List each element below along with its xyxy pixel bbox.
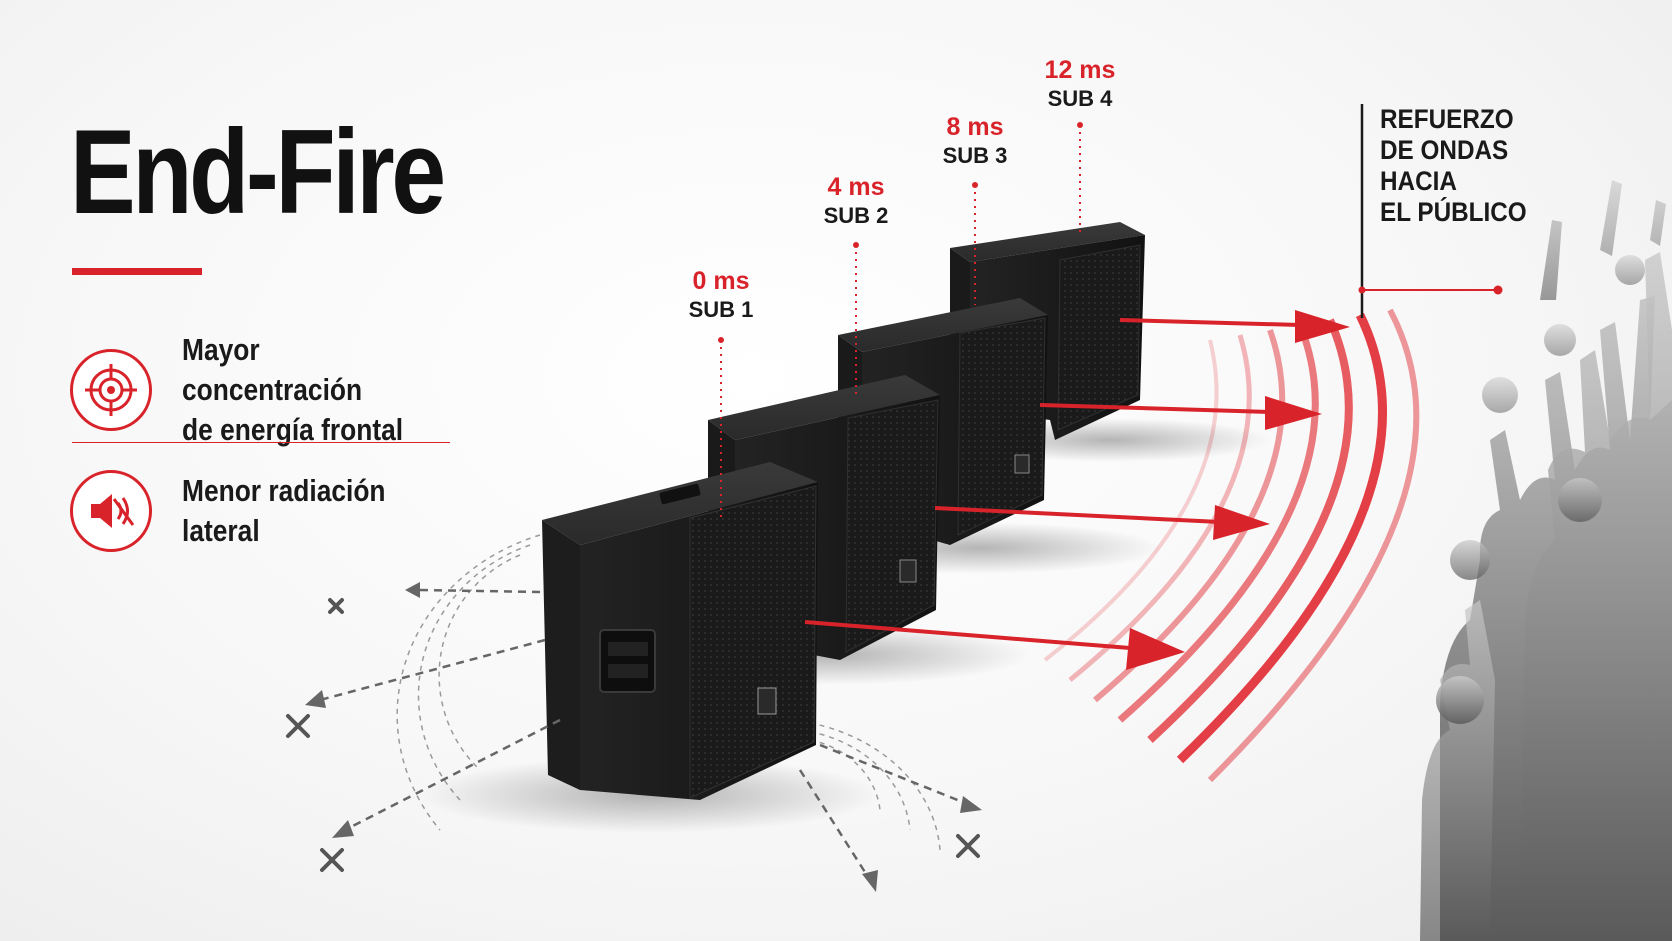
sub-label-2: 4 ms SUB 2: [824, 172, 889, 230]
sub-delay: 0 ms: [692, 267, 750, 295]
feature-text: Mayor concentración de energía frontal: [182, 330, 437, 450]
sub-name: SUB 1: [688, 297, 754, 322]
feature-frontal-energy: Mayor concentración de energía frontal: [70, 330, 482, 450]
callout-line-3: HACIA: [1380, 166, 1457, 196]
lateral-dashed-arrows: [319, 588, 971, 881]
feature-line-1: Menor radiación: [182, 473, 386, 508]
callout-line-2: DE ONDAS: [1380, 135, 1509, 165]
feature-line-2: lateral: [182, 513, 260, 548]
callout-bracket: [1358, 104, 1503, 318]
sub-delay: 8 ms: [946, 113, 1004, 141]
speaker-sub-1: [542, 462, 818, 800]
forward-arrows: [804, 310, 1350, 670]
sub-label-1: 0 ms SUB 1: [689, 266, 754, 324]
sub-label-4: 12 ms SUB 4: [1045, 55, 1116, 113]
feature-line-2: de energía frontal: [182, 412, 404, 447]
sub-leader-lines: [720, 125, 1081, 520]
sub-label-3: 8 ms SUB 3: [943, 112, 1008, 170]
sub-name: SUB 4: [1047, 86, 1113, 111]
crowd-silhouette: [1420, 180, 1672, 941]
sub-name: SUB 2: [823, 203, 889, 228]
feature-divider: [72, 442, 450, 443]
sub-delay: 12 ms: [1044, 56, 1116, 84]
feature-icon-ring: [70, 349, 152, 431]
callout-line-1: REFUERZO: [1380, 104, 1514, 134]
feature-line-1: Mayor concentración: [182, 332, 363, 407]
audience-callout: REFUERZO DE ONDAS HACIA EL PÚBLICO: [1380, 104, 1560, 228]
blocked-x-marks: [286, 598, 980, 872]
callout-line-4: EL PÚBLICO: [1380, 197, 1527, 227]
page-title: End-Fire: [70, 105, 446, 239]
feature-lateral-radiation: Menor radiación lateral: [70, 470, 482, 552]
speaker-mute-icon: [91, 494, 135, 528]
front-wave-arcs: [1043, 308, 1420, 783]
feature-icon-ring: [70, 470, 152, 552]
target-icon: [85, 364, 137, 416]
title-underline: [72, 268, 202, 275]
feature-text: Menor radiación lateral: [182, 471, 437, 551]
sub-delay: 4 ms: [827, 173, 885, 201]
sub-name: SUB 3: [942, 143, 1008, 168]
